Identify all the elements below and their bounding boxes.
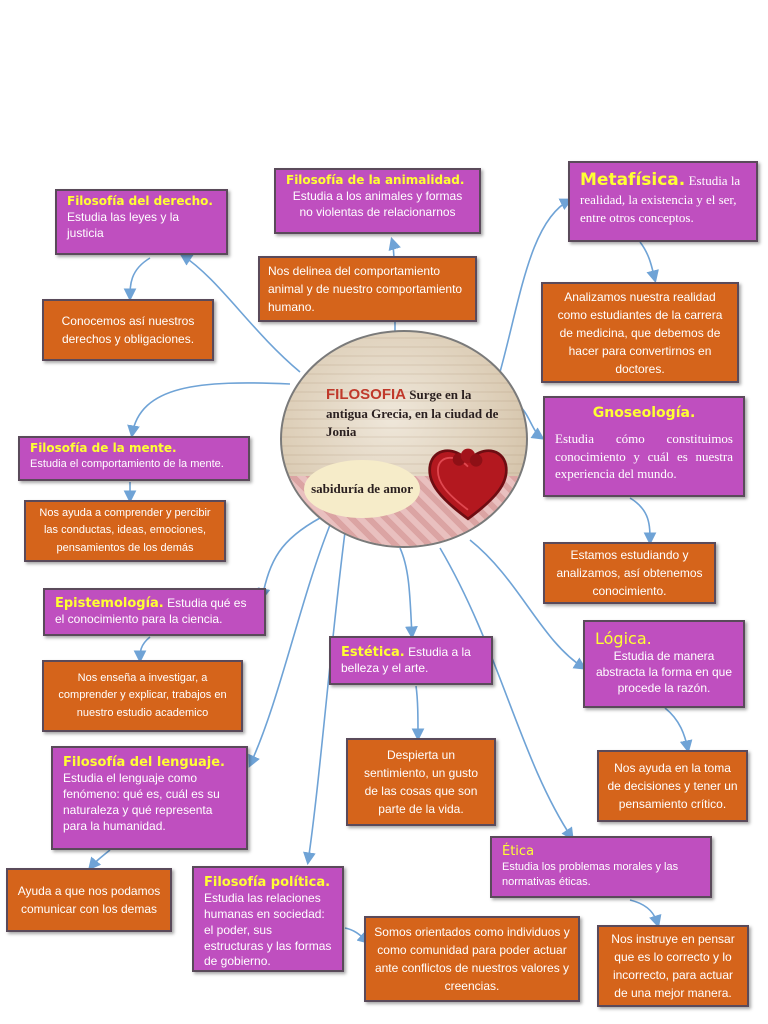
note-text: Somos orientados como individuos y como … <box>374 925 570 993</box>
oval-text: sabiduría de amor <box>311 480 413 496</box>
note-text: Estamos estudiando y analizamos, así obt… <box>556 548 703 598</box>
topic-title: Gnoseología. <box>592 405 696 421</box>
note-text: Analizamos nuestra realidad como estudia… <box>557 289 723 376</box>
note-text: Nos instruye en pensar que es lo correct… <box>611 932 735 1000</box>
note-text: Despierta un sentimiento, un gusto de la… <box>363 748 479 816</box>
topic-filosofia-derecho: Filosofía del derecho. Estudia las leyes… <box>55 189 228 255</box>
note-filosofia-lenguaje: Ayuda a que nos podamos comunicar con lo… <box>6 868 172 932</box>
topic-description: Estudia a la belleza y el arte. <box>341 645 471 676</box>
note-filosofia-politica: Somos orientados como individuos y como … <box>364 916 580 1002</box>
note-logica: Nos ayuda en la toma de decisiones y ten… <box>597 750 748 822</box>
topic-filosofia-mente: Filosofía de la mente. Estudia el compor… <box>18 436 250 481</box>
topic-filosofia-politica: Filosofía política. Estudia las relacion… <box>192 866 344 972</box>
topic-description: Estudia las relaciones humanas en socied… <box>204 891 332 969</box>
topic-title: Ética <box>502 844 535 859</box>
topic-description: Estudia de manera abstracta la forma en … <box>595 649 733 695</box>
topic-description: Estudia cómo constituimos conocimiento y… <box>555 431 733 481</box>
topic-description: Estudia el comportamiento de la mente. <box>30 457 224 470</box>
topic-title: Filosofía del lenguaje. <box>63 755 225 770</box>
heart-icon <box>428 448 508 521</box>
topic-title: Filosofía de la mente. <box>30 441 177 455</box>
note-etica: Nos instruye en pensar que es lo correct… <box>597 925 749 1007</box>
note-text: Nos enseña a investigar, a comprender y … <box>58 671 227 719</box>
topic-title: Epistemología. <box>55 596 164 611</box>
note-text: Nos ayuda en la toma de decisiones y ten… <box>607 761 738 811</box>
topic-title: Metafísica. <box>580 170 686 190</box>
topic-gnoseologia: Gnoseología. Estudia cómo constituimos c… <box>543 396 745 497</box>
topic-etica: Ética Estudia los problemas morales y la… <box>490 836 712 898</box>
topic-epistemologia: Epistemología. Estudia qué es el conocim… <box>43 588 266 636</box>
topic-estetica: Estética. Estudia a la belleza y el arte… <box>329 636 493 685</box>
topic-title: Estética. <box>341 645 405 660</box>
topic-description: Estudia los problemas morales y las norm… <box>502 861 679 888</box>
center-title: FILOSOFIA <box>326 386 406 403</box>
note-text: Conocemos así nuestros derechos y obliga… <box>61 314 195 346</box>
note-text: Nos ayuda a comprender y percibir las co… <box>39 507 211 554</box>
center-text: FILOSOFIA Surge en la antigua Grecia, en… <box>326 384 512 441</box>
note-text: Nos delinea del comportamiento animal y … <box>268 264 463 314</box>
note-filosofia-mente: Nos ayuda a comprender y percibir las co… <box>24 500 226 562</box>
topic-title: Lógica. <box>595 629 652 648</box>
topic-description: Estudia a los animales y formas no viole… <box>292 188 463 219</box>
center-filosofia: FILOSOFIA Surge en la antigua Grecia, en… <box>280 330 528 548</box>
note-text: Ayuda a que nos podamos comunicar con lo… <box>17 884 161 916</box>
note-epistemologia: Nos enseña a investigar, a comprender y … <box>42 660 243 732</box>
center-description: Surge en la antigua Grecia, en la ciudad… <box>326 387 499 440</box>
note-estetica: Despierta un sentimiento, un gusto de la… <box>346 738 496 826</box>
topic-description: Estudia el lenguaje como fenómeno: qué e… <box>63 771 220 833</box>
topic-logica: Lógica. Estudia de manera abstracta la f… <box>583 620 745 708</box>
note-gnoseologia: Estamos estudiando y analizamos, así obt… <box>543 542 716 604</box>
topic-metafisica: Metafísica. Estudia la realidad, la exis… <box>568 161 758 242</box>
topic-description: Estudia la realidad, la existencia y el … <box>580 173 741 226</box>
topic-filosofia-lenguaje: Filosofía del lenguaje. Estudia el lengu… <box>51 746 248 850</box>
note-metafisica: Analizamos nuestra realidad como estudia… <box>541 282 739 383</box>
topic-title: Filosofía del derecho. <box>67 194 213 208</box>
note-filosofia-animalidad: Nos delinea del comportamiento animal y … <box>258 256 477 322</box>
topic-description: Estudia las leyes y la justicia <box>67 209 180 240</box>
topic-filosofia-animalidad: Filosofía de la animalidad. Estudia a lo… <box>274 168 481 234</box>
topic-title: Filosofía de la animalidad. <box>286 173 465 187</box>
topic-description: Estudia qué es el conocimiento para la c… <box>55 596 247 627</box>
topic-title: Filosofía política. <box>204 875 331 890</box>
sabiduria-oval: sabiduría de amor <box>304 460 420 518</box>
note-filosofia-derecho: Conocemos así nuestros derechos y obliga… <box>42 299 214 361</box>
